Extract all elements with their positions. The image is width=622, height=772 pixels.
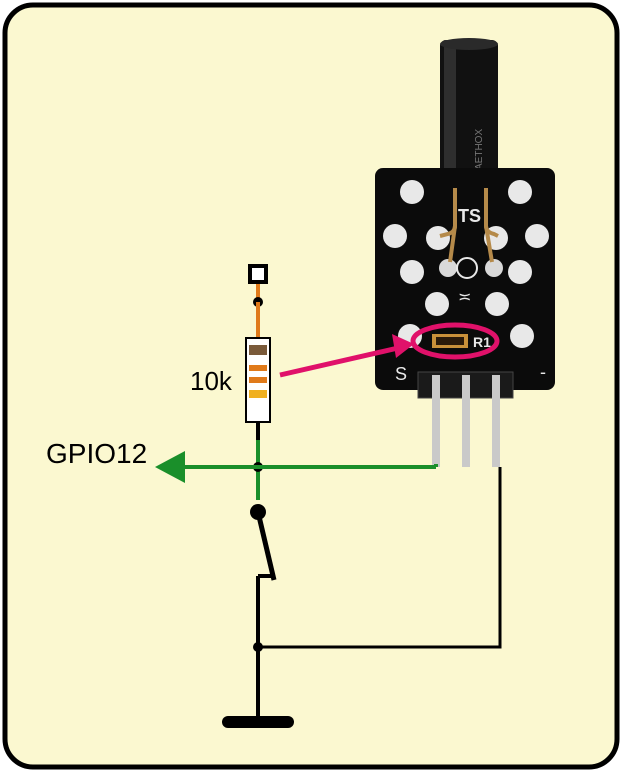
svg-text:≍: ≍ — [458, 289, 471, 306]
ground-wire — [258, 467, 502, 649]
tilt-sensor-module-icon: AETHOX TS ≍ R1 — [375, 38, 555, 467]
silk-r1-label: R1 — [473, 334, 491, 350]
pcb-holes — [383, 180, 549, 348]
switch-open-icon — [250, 504, 277, 600]
pin-signal — [432, 375, 440, 467]
pin-s-label: S — [395, 364, 407, 384]
sensor-marking: AETHOX — [474, 129, 485, 170]
r1-pointer-arrow — [279, 334, 414, 378]
pin-ground — [492, 375, 500, 467]
pin-minus-label: - — [540, 362, 546, 382]
ground-icon — [222, 716, 294, 728]
r1-highlight-ring — [410, 322, 500, 360]
gpio-label: GPIO12 — [46, 438, 147, 469]
arrow-left-icon — [155, 451, 185, 483]
pin-vcc — [462, 375, 470, 467]
resistor-label: 10k — [190, 366, 233, 396]
silk-ts-label: TS — [458, 206, 481, 226]
resistor-10k — [245, 337, 271, 423]
vcc-terminal — [248, 264, 268, 284]
